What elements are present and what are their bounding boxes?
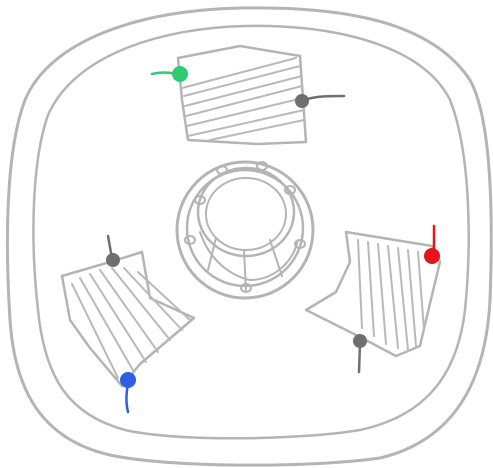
cylinder-hub-icon <box>177 162 313 298</box>
gray-pin-left[interactable] <box>106 236 120 267</box>
gray-pin-top[interactable] <box>295 94 344 108</box>
panel-top <box>178 46 306 144</box>
panel-right <box>306 232 440 356</box>
gray-pin-right[interactable] <box>353 334 367 372</box>
outer-ring <box>7 8 491 465</box>
panel-left <box>62 252 194 386</box>
green-pin[interactable] <box>152 66 188 82</box>
blue-pin[interactable] <box>120 372 136 412</box>
